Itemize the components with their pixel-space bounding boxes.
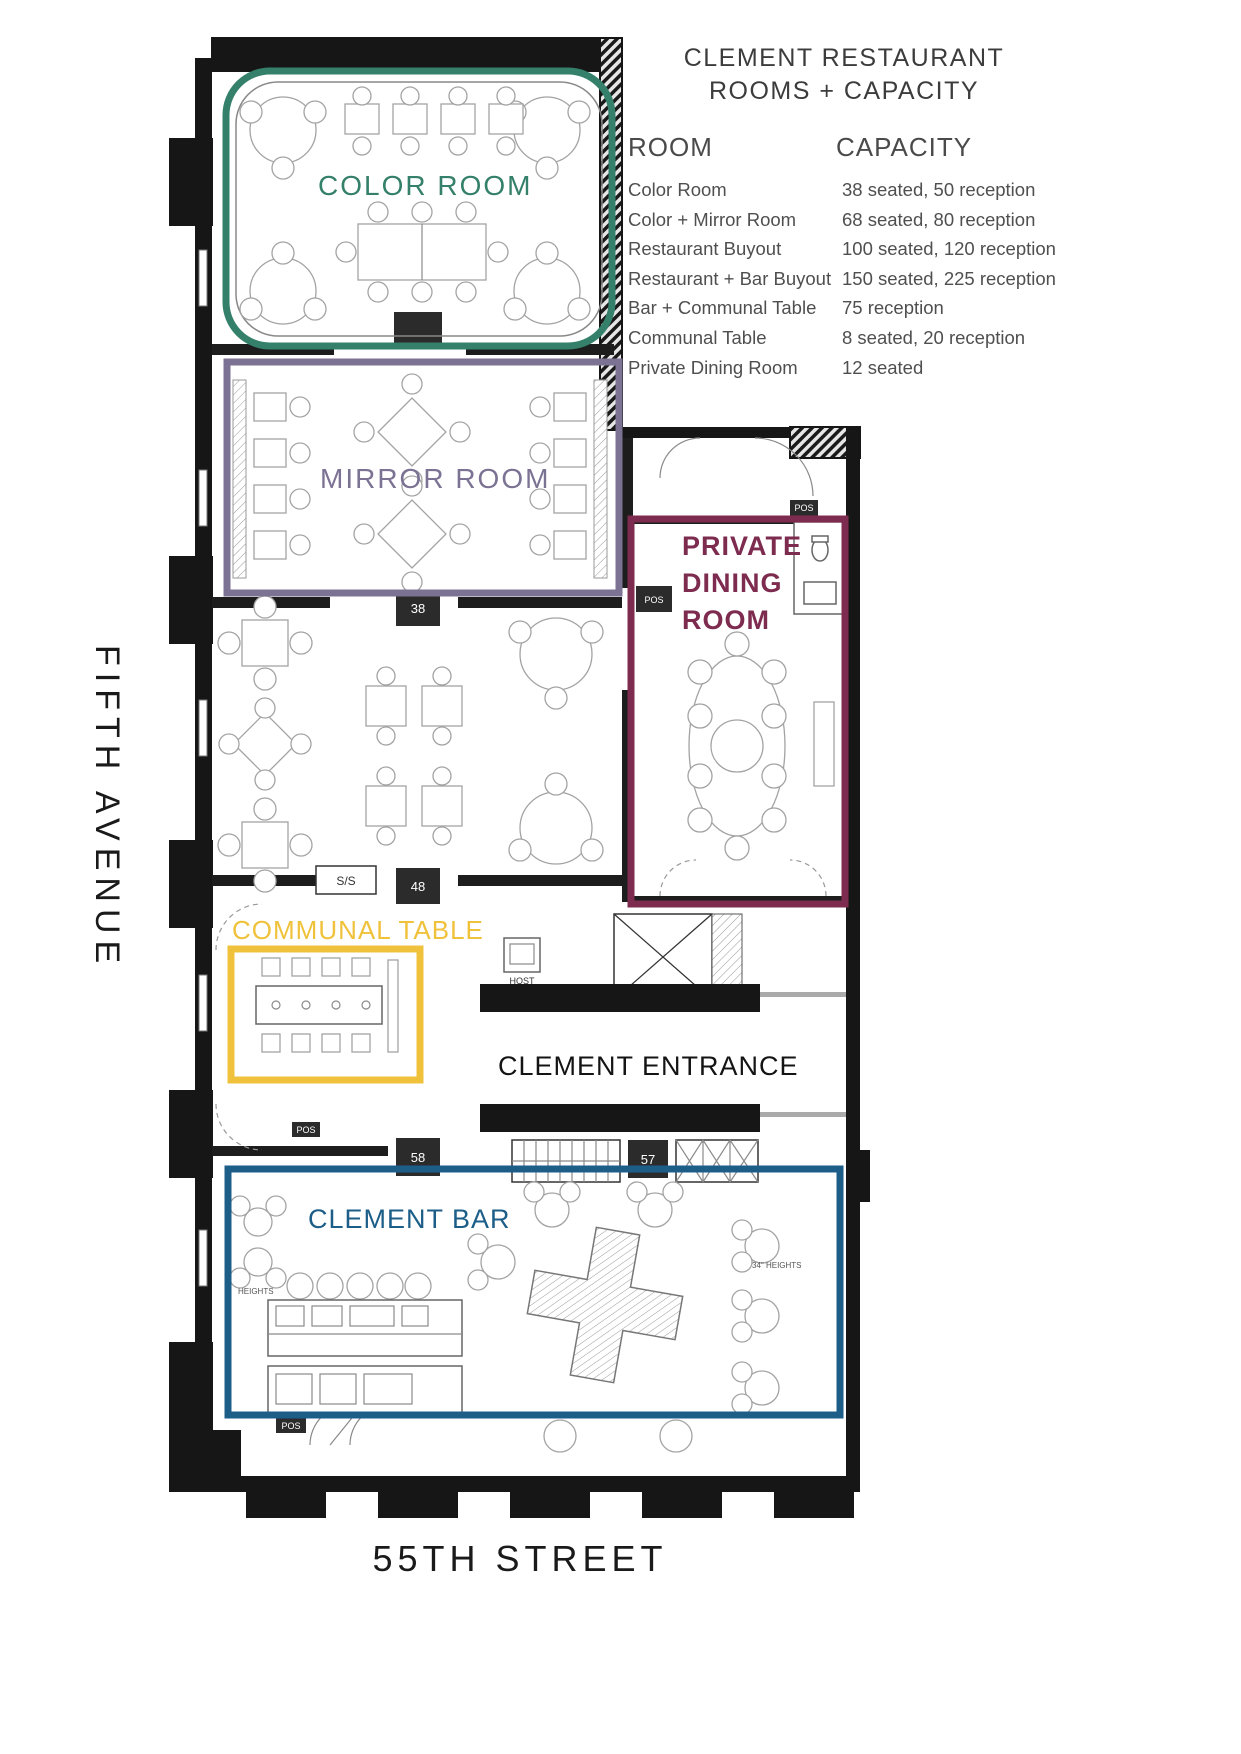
mirror-room-furniture: [232, 373, 608, 593]
color-room-outline: [222, 67, 616, 350]
pos-label-bar: POS: [281, 1421, 300, 1431]
fifth-avenue-label: FIFTH AVENUE: [88, 645, 126, 971]
legend-row: Restaurant Buyout 100 seated, 120 recept…: [628, 238, 1056, 260]
legend-row: Bar + Communal Table 75 reception: [628, 297, 944, 319]
private-dining-furniture: [687, 631, 835, 861]
communal-table-outline: [227, 945, 424, 1084]
legend-row: Color + Mirror Room 68 seated, 80 recept…: [628, 208, 1036, 230]
communal-table-label: COMMUNAL TABLE: [232, 915, 484, 945]
legend-header: ROOM CAPACITY: [628, 132, 1060, 163]
building-walls: [169, 37, 870, 1518]
pos-label-pdr: POS: [644, 595, 663, 605]
color-room-label: COLOR ROOM: [318, 170, 533, 201]
legend-header-capacity: CAPACITY: [836, 132, 973, 162]
legend-title-line1: CLEMENT RESTAURANT: [683, 44, 1005, 72]
interior-walls: 38 S/S 48 58 57: [212, 81, 847, 1446]
legend-header-room: ROOM: [628, 132, 713, 162]
private-dining-outline: [627, 515, 849, 908]
heights-label: HEIGHTS: [238, 1287, 274, 1296]
55th-street-label: 55TH STREET: [372, 1538, 668, 1579]
legend-rows: Color Room 38 seated, 50 reception Color…: [628, 175, 1060, 382]
legend-row: Color Room 38 seated, 50 reception: [628, 179, 1036, 200]
heights-34-label: 34" HEIGHTS: [752, 1261, 802, 1270]
mirror-room-label: MIRROR ROOM: [320, 463, 551, 494]
clement-entrance-label: CLEMENT ENTRANCE: [498, 1051, 799, 1081]
door-number-57: 57: [641, 1152, 655, 1167]
room-overlays: [222, 67, 849, 1419]
ss-label: S/S: [336, 874, 355, 888]
clement-bar-label: CLEMENT BAR: [308, 1204, 511, 1234]
legend-row: Communal Table 8 seated, 20 reception: [628, 326, 1026, 348]
legend-row: Restaurant + Bar Buyout 150 seated, 225 …: [628, 267, 1056, 289]
communal-table-furniture: [255, 957, 399, 1053]
door-number-58: 58: [411, 1150, 425, 1165]
pos-label-right: POS: [794, 503, 813, 513]
main-dining-furniture: [217, 595, 604, 893]
clement-bar-outline: [224, 1165, 844, 1419]
legend-title: CLEMENT RESTAURANT ROOMS + CAPACITY: [628, 42, 1060, 108]
door-number-48: 48: [411, 879, 425, 894]
capacity-legend: CLEMENT RESTAURANT ROOMS + CAPACITY ROOM…: [628, 42, 1060, 382]
legend-title-line2: ROOMS + CAPACITY: [708, 77, 980, 105]
pos-label-mid: POS: [296, 1125, 315, 1135]
door-number-38: 38: [411, 601, 425, 616]
private-dining-room-label: PRIVATE DINING ROOM: [682, 531, 803, 635]
mirror-room-outline: [223, 358, 623, 597]
color-room-furniture: [239, 86, 591, 325]
host-label: HOST: [509, 976, 535, 986]
bar-furniture: POS HEIGHTS 34" HEIGHTS: [229, 1181, 802, 1453]
legend-row: Private Dining Room 12 seated: [628, 356, 924, 378]
